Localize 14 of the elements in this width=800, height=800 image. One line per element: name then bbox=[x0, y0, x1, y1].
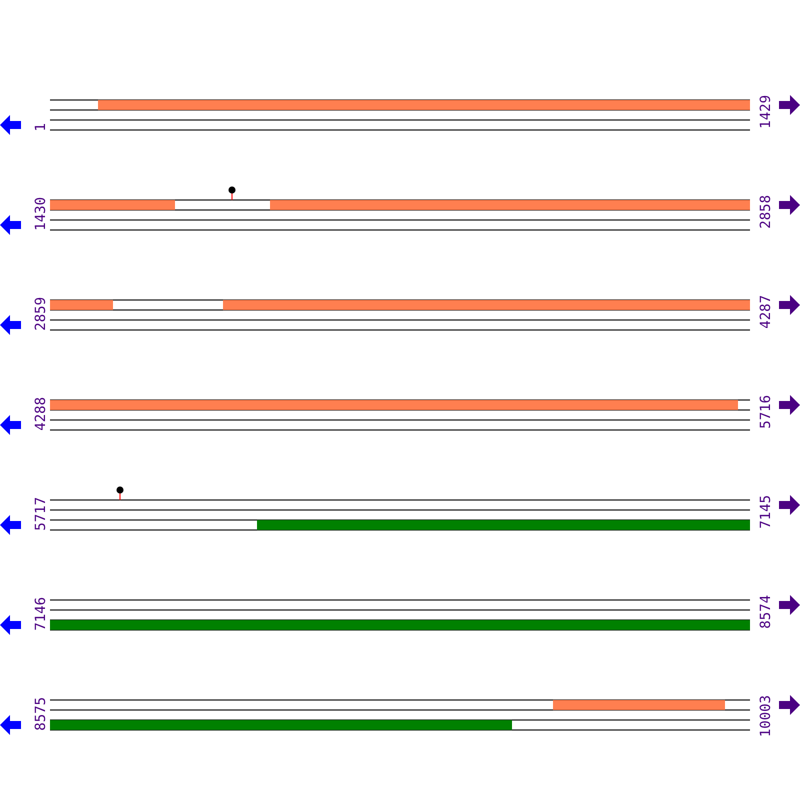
position-label: 4288 bbox=[34, 397, 48, 431]
position-label: 8575 bbox=[34, 697, 48, 731]
position-label: 5716 bbox=[759, 395, 773, 429]
position-label: 1430 bbox=[34, 197, 48, 231]
position-label: 7145 bbox=[759, 495, 773, 529]
position-label: 1 bbox=[34, 122, 48, 131]
position-label: 1429 bbox=[759, 95, 773, 129]
position-label: 5717 bbox=[34, 497, 48, 531]
position-label: 4287 bbox=[759, 295, 773, 329]
position-label: 2858 bbox=[759, 195, 773, 229]
position-label: 10003 bbox=[759, 695, 773, 738]
position-label: 7146 bbox=[34, 597, 48, 631]
position-label: 8574 bbox=[759, 595, 773, 629]
position-label: 2859 bbox=[34, 297, 48, 331]
